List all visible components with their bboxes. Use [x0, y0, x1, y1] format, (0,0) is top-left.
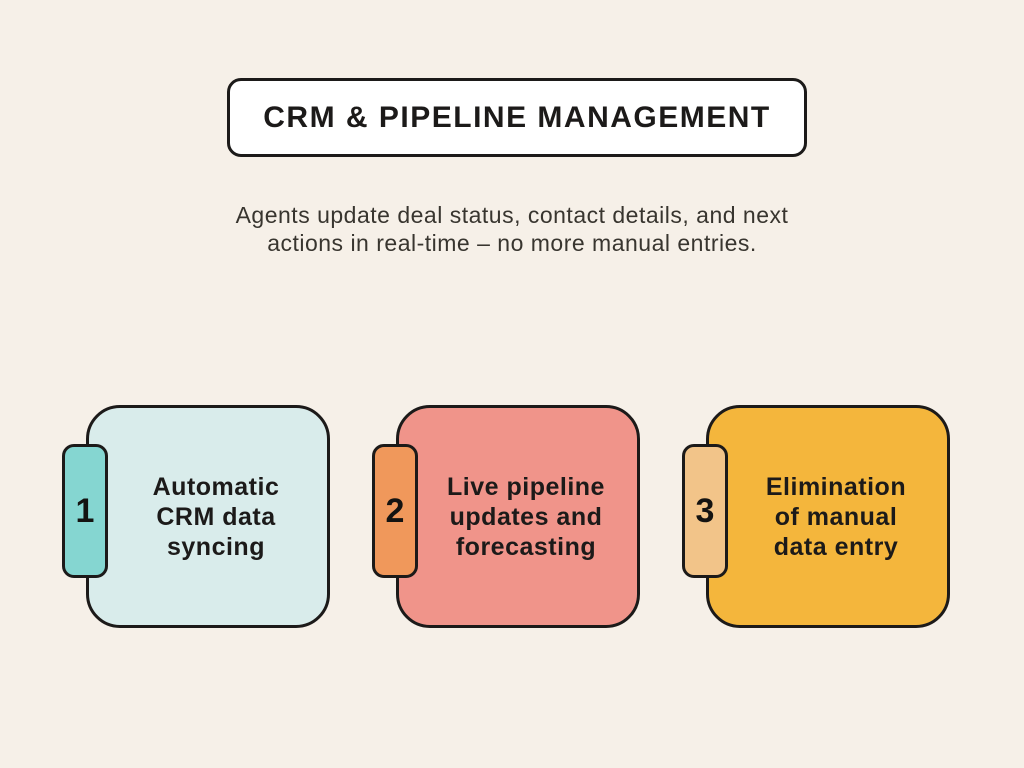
card-label-line: of manual: [774, 502, 898, 531]
card-label: Elimination of manual data entry: [750, 472, 906, 562]
card-label: Automatic CRM data syncing: [137, 472, 280, 562]
card-label-line: forecasting: [455, 532, 597, 561]
card-automatic-crm-data-syncing: Automatic CRM data syncing: [86, 405, 330, 628]
card-label-line: Elimination: [765, 472, 907, 501]
card-1-number-tab: 1: [62, 444, 108, 578]
subtitle-line-1: Agents update deal status, contact detai…: [235, 202, 789, 228]
card-live-pipeline-updates: Live pipeline updates and forecasting: [396, 405, 640, 628]
card-label: Live pipeline updates and forecasting: [431, 472, 605, 562]
card-label-line: Automatic: [152, 472, 280, 501]
card-1-number: 1: [75, 491, 95, 530]
subtitle-line-2: actions in real-time – no more manual en…: [267, 230, 757, 256]
card-2-number: 2: [385, 491, 405, 530]
card-label-line: data entry: [773, 532, 899, 561]
title-box: CRM & PIPELINE MANAGEMENT: [227, 78, 807, 157]
page-title: CRM & PIPELINE MANAGEMENT: [263, 100, 771, 134]
card-label-line: Live pipeline: [447, 472, 605, 501]
card-3-number-tab: 3: [682, 444, 728, 578]
subtitle: Agents update deal status, contact detai…: [0, 201, 1024, 257]
card-elimination-manual-entry: Elimination of manual data entry: [706, 405, 950, 628]
card-3-number: 3: [695, 491, 715, 530]
card-label-line: syncing: [167, 532, 265, 561]
card-label-line: updates and: [449, 502, 603, 531]
card-label-line: CRM data: [156, 502, 276, 531]
card-2-number-tab: 2: [372, 444, 418, 578]
